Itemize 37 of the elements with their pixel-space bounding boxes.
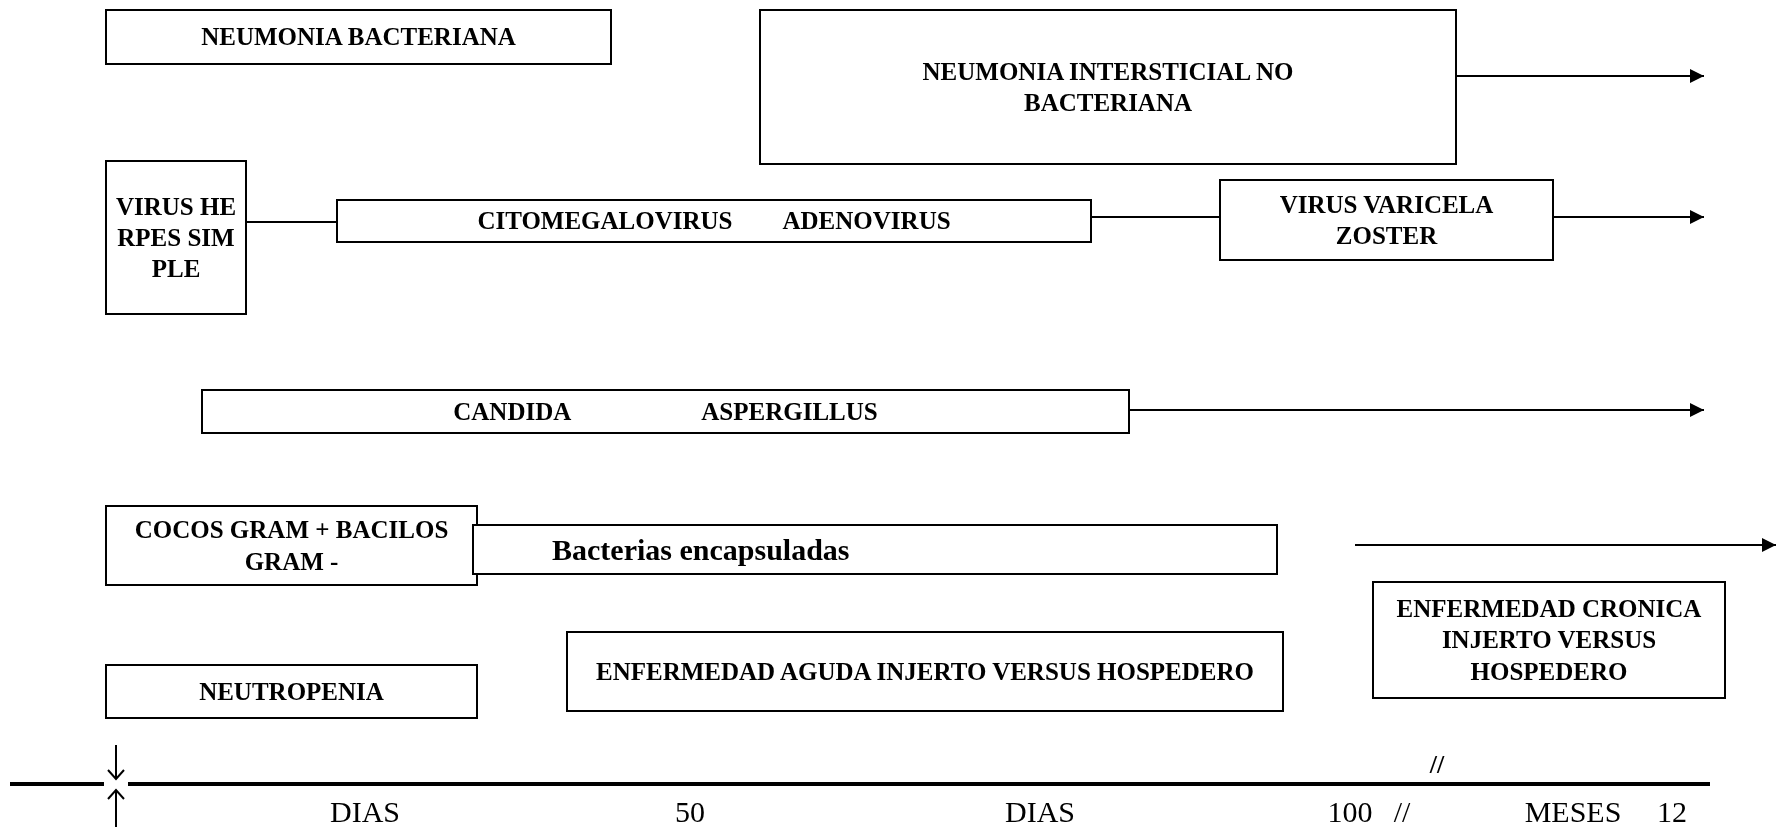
box-text: Bacterias encapsuladas <box>552 531 850 568</box>
box-text: NEUMONIA INTERSTICIAL NO BACTERIANA <box>921 56 1295 118</box>
axis-label: 50 <box>675 797 705 827</box>
box-text: CITOMEGALOVIRUS <box>477 206 733 237</box>
label-box <box>336 199 1092 243</box>
arrow <box>1553 210 1705 224</box>
label-box <box>472 524 1278 575</box>
box-text: NEUMONIA BACTERIANA <box>201 22 516 53</box>
box-text: VIRUS VARICELA ZOSTER <box>1278 189 1495 251</box>
connector-line <box>246 221 337 223</box>
box-text: NEUTROPENIA <box>199 676 384 707</box>
label-box <box>1219 179 1554 261</box>
label-box <box>201 389 1130 434</box>
arrow <box>1129 403 1705 417</box>
connector-line <box>1091 216 1220 218</box>
box-text: ASPERGILLUS <box>701 396 878 427</box>
label-box <box>759 9 1457 165</box>
axis-label: 100 <box>1327 797 1373 827</box>
axis-label: 12 <box>1657 797 1687 827</box>
label-box <box>1372 581 1726 699</box>
box-text: ENFERMEDAD AGUDA INJERTO VERSUS HOSPEDERO <box>595 656 1254 687</box>
box-text: COCOS GRAM + BACILOS GRAM - <box>133 515 450 577</box>
box-text: CANDIDA <box>453 396 572 427</box>
label-box <box>105 664 478 719</box>
axis-break-mark: // <box>1393 797 1411 827</box>
axis-label: MESES <box>1524 797 1622 827</box>
box-text: ENFERMEDAD CRONICA INJERTO VERSUS HOSPEDERO <box>1395 594 1703 687</box>
box-text: ADENOVIRUS <box>782 206 951 237</box>
axis-break-mark: // <box>1429 752 1445 778</box>
axis-label: DIAS <box>1005 797 1075 827</box>
arrow <box>1456 69 1705 83</box>
label-box <box>105 160 247 315</box>
axis-label: DIAS <box>330 797 400 827</box>
label-box <box>105 9 612 65</box>
box-text: VIRUS HERPES SIMPLE <box>114 191 238 285</box>
label-box <box>566 631 1284 712</box>
label-box <box>105 505 478 586</box>
